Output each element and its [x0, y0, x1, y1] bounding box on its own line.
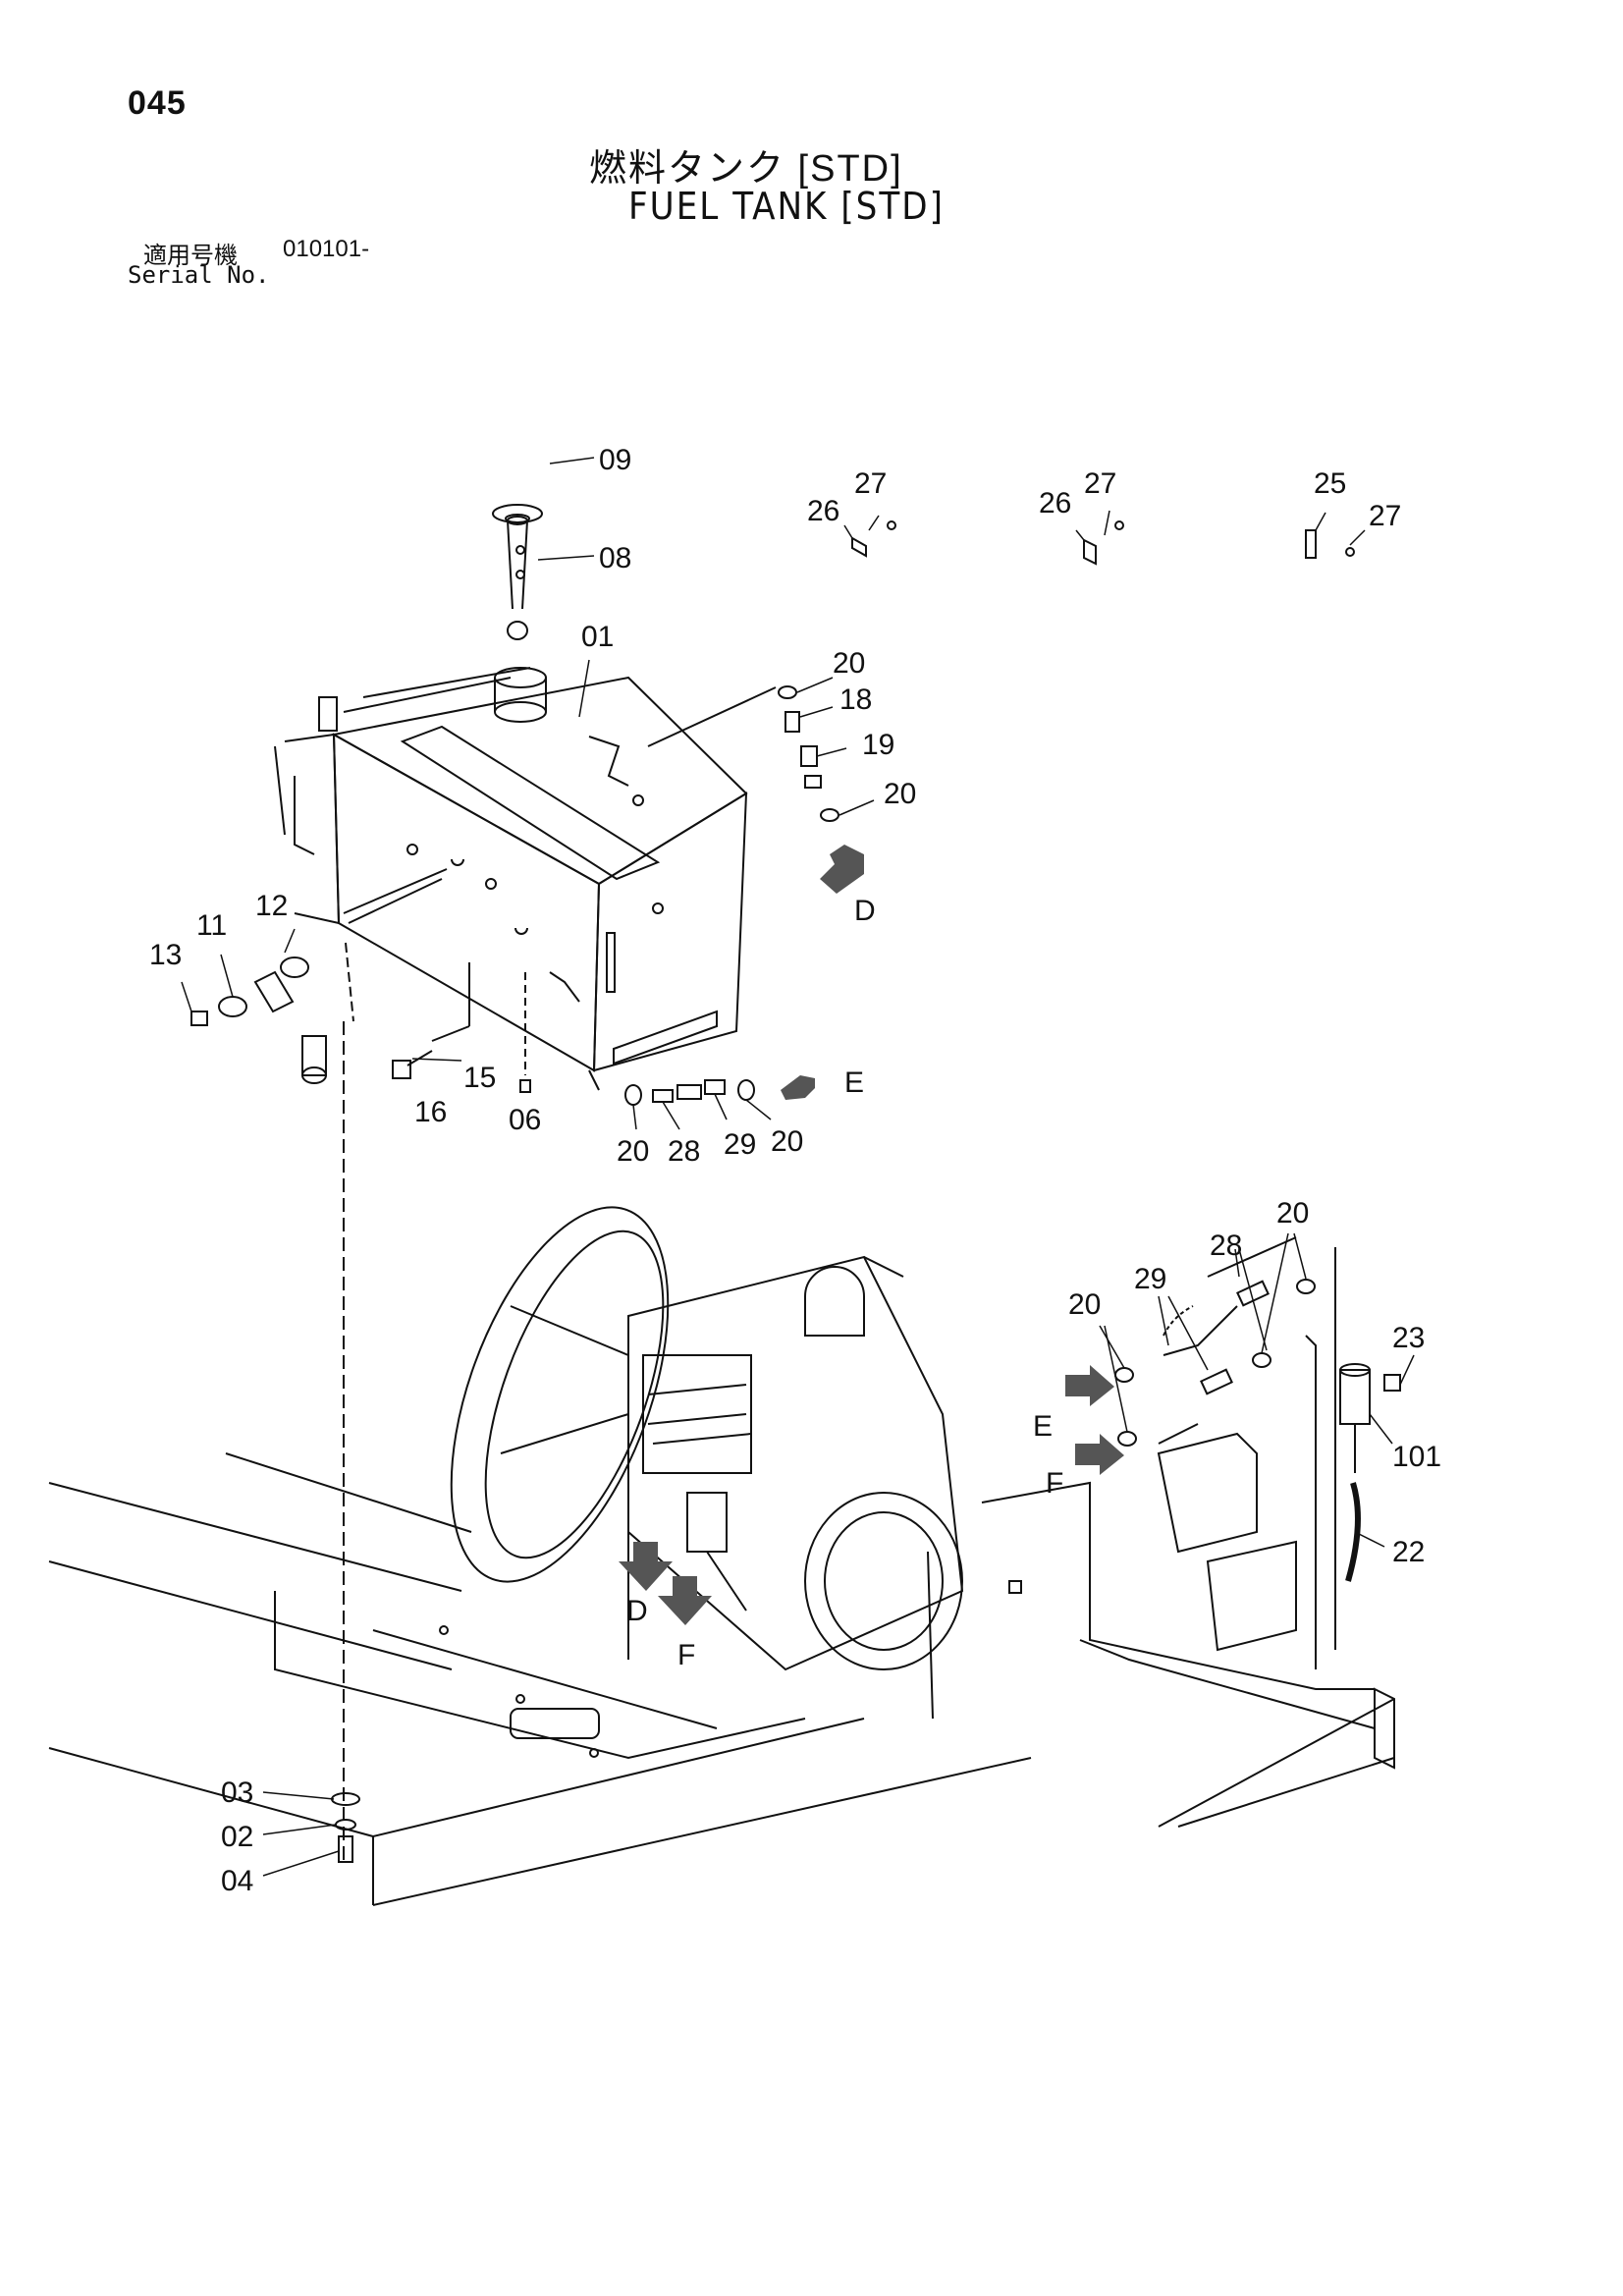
callout-02: 02 [221, 1821, 253, 1853]
callout-20a: 20 [833, 647, 865, 680]
callout-F-bottom: F [677, 1639, 695, 1671]
hose-clips [851, 520, 1355, 566]
callout-04: 04 [221, 1865, 253, 1897]
callout-D-top: D [854, 895, 876, 927]
callout-29a: 29 [724, 1128, 756, 1161]
callout-03: 03 [221, 1777, 253, 1809]
callout-labels: 09 08 01 27 26 27 26 25 27 20 18 19 20 D… [149, 444, 1441, 1897]
callout-29b: 29 [1134, 1263, 1166, 1295]
callout-D-engine: D [626, 1595, 648, 1627]
callout-20d: 20 [771, 1125, 803, 1158]
callout-27c: 27 [1369, 500, 1401, 532]
callout-27a: 27 [854, 467, 887, 500]
page-title-japanese: 燃料タンク [STD] [589, 148, 903, 190]
callout-27b: 27 [1084, 467, 1116, 500]
callout-15: 15 [463, 1062, 496, 1094]
callout-20c: 20 [617, 1135, 649, 1168]
frame [48, 1247, 1395, 1906]
callout-09: 09 [599, 444, 631, 476]
strainer-and-cap [492, 504, 543, 640]
callout-18: 18 [839, 683, 872, 716]
page-number: 045 [128, 84, 187, 122]
callout-E-tank: E [844, 1066, 864, 1099]
callout-12: 12 [255, 890, 288, 922]
fuel-tank [274, 667, 748, 1072]
callout-06: 06 [509, 1104, 541, 1136]
engine [450, 1206, 964, 1720]
callout-19: 19 [862, 729, 894, 761]
callout-11: 11 [196, 909, 227, 942]
callout-101: 101 [1392, 1441, 1441, 1473]
callout-F-engine: F [1046, 1467, 1063, 1500]
serial-label-english: Serial No. [128, 261, 270, 289]
return-hose-upper [647, 685, 864, 894]
drain-fittings-left [190, 942, 354, 1866]
serial-number: 010101- [283, 236, 370, 262]
callout-E-engine: E [1033, 1410, 1053, 1443]
callout-20b: 20 [884, 778, 916, 810]
page-title-english: FUEL TANK [STD] [628, 185, 945, 228]
callout-16: 16 [414, 1096, 447, 1128]
callout-20f: 20 [1276, 1197, 1309, 1230]
callout-26b: 26 [1039, 487, 1071, 519]
callout-01: 01 [581, 621, 614, 653]
callout-08: 08 [599, 542, 631, 574]
bolt-drain [392, 962, 531, 1093]
callout-22: 22 [1392, 1536, 1425, 1568]
suction-hose-lower [588, 1069, 815, 1106]
serial-label-japanese: 適用号機 [143, 243, 238, 269]
callout-23: 23 [1392, 1322, 1425, 1354]
callout-25: 25 [1314, 467, 1346, 500]
callout-20e: 20 [1068, 1288, 1101, 1321]
callout-26a: 26 [807, 495, 839, 527]
leader-lines [181, 457, 1415, 1877]
callout-28a: 28 [668, 1135, 700, 1168]
callout-13: 13 [149, 939, 182, 971]
callout-28b: 28 [1210, 1230, 1242, 1262]
fuel-line-right [1065, 1236, 1401, 1582]
